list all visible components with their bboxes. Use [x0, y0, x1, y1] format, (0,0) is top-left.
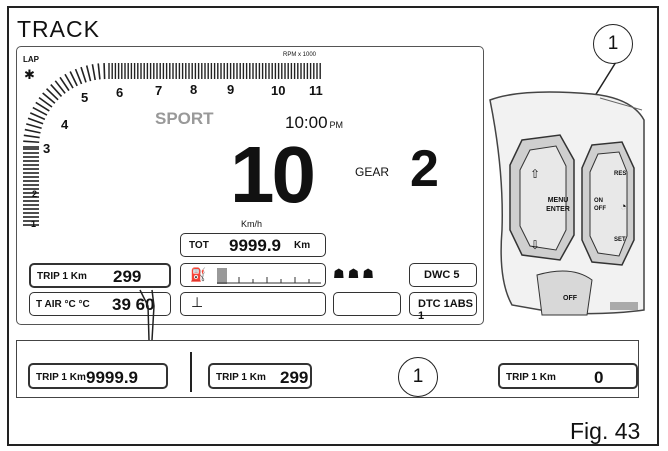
trip-box-reset: TRIP 1 Km 0 [498, 363, 638, 389]
rpm-segment [24, 128, 41, 134]
switch-cube-illustration [489, 91, 645, 316]
rpm-tick-7: 7 [155, 83, 163, 98]
speed-unit: Km/h [241, 219, 263, 229]
trip-value: 299 [113, 267, 142, 286]
rpm-segment [54, 80, 66, 94]
rpm-segment [50, 84, 63, 98]
strip-divider [190, 352, 192, 392]
rpm-scale-label: RPM x 1000 [283, 52, 317, 58]
cruise-control-icon: ◔ [620, 201, 627, 213]
menu-enter-button[interactable]: MENU ENTER [546, 197, 570, 213]
air-temp-value: 39 60 [112, 295, 155, 314]
strip-b-label: TRIP 1 Km [216, 372, 266, 383]
empty-box [333, 292, 401, 316]
strip-c-value: 0 [594, 368, 604, 387]
off-switch[interactable]: OFF [563, 295, 577, 302]
dwc-box: DWC 5 [409, 263, 477, 287]
callout-1-strip: 1 [398, 357, 438, 397]
lap-label: LAP [23, 55, 39, 64]
rpm-segment [91, 64, 96, 81]
tot-unit: Km [294, 240, 311, 251]
strip-c-label: TRIP 1 Km [506, 372, 556, 383]
up-arrow-icon[interactable]: ⇧ [530, 167, 541, 181]
rpm-bar-graph [23, 63, 321, 226]
speed-value: 10 [230, 130, 316, 219]
set-button[interactable]: SET [614, 237, 626, 243]
rpm-tick-5: 5 [81, 90, 89, 105]
rpm-segment [97, 63, 101, 80]
clock-suffix: PM [329, 120, 344, 130]
rpm-tick-3: 3 [43, 141, 51, 156]
rpm-segment [74, 68, 83, 85]
rpm-segment [59, 76, 70, 92]
rpm-tick-11: 11 [309, 83, 323, 98]
rpm-tick-10: 10 [271, 83, 286, 98]
rpm-tick-2: 2 [32, 189, 38, 199]
trip-box-before: TRIP 1 Km 9999.9 [28, 363, 168, 389]
rpm-tick-9: 9 [227, 82, 235, 97]
rpm-segment [23, 140, 40, 144]
trip-label: TRIP 1 Km [37, 271, 87, 282]
tot-value: 9999.9 [229, 236, 281, 255]
gear-value: 2 [410, 140, 439, 198]
rpm-segment [64, 73, 74, 89]
rpm-tick-6: 6 [116, 85, 124, 100]
res-button[interactable]: RES [614, 171, 627, 177]
rpm-tick-4: 4 [61, 117, 69, 132]
rpm-segment [35, 101, 50, 112]
rpm-segment [32, 106, 48, 116]
fuel-bar [217, 268, 321, 284]
callout-1-top: 1 [593, 24, 633, 64]
down-arrow-icon[interactable]: ⇩ [530, 238, 541, 252]
rpm-segment [42, 92, 56, 104]
trip-box: TRIP 1 Km 299 [29, 263, 171, 288]
rpm-segment [85, 65, 92, 82]
riding-mode: SPORT [155, 109, 214, 128]
coolant-box: ⊥ [180, 292, 326, 316]
rpm-segment [27, 117, 44, 125]
rpm-tick-8: 8 [190, 82, 198, 97]
figure-frame [7, 6, 659, 446]
instrument-panel: LAP ✱ RPM x 1000 1 2 3 4 5 6 7 8 9 10 11… [16, 46, 484, 325]
page-title: TRACK [17, 16, 100, 42]
dwc-value: DWC 5 [424, 269, 460, 281]
rpm-segment [38, 96, 53, 108]
strip-a-label: TRIP 1 Km [36, 372, 86, 383]
dtc-abs-value: DTC 1ABS 1 [418, 298, 474, 322]
fuel-pump-icon: ⛽ [190, 267, 207, 282]
rpm-segment [103, 63, 106, 80]
fuel-gauge: ⛽ [180, 263, 326, 287]
bluetooth-icon: ✱ [24, 67, 35, 82]
clock-time: 10:00 [285, 113, 328, 132]
rpm-segment [69, 71, 78, 87]
tot-label: TOT [189, 240, 209, 251]
air-temp-label: T AIR °C °C [36, 299, 90, 310]
figure-label: Fig. 43 [570, 418, 641, 444]
riding-mode-icons: ☗☗☗ [333, 266, 377, 281]
gear-label: GEAR [355, 165, 390, 179]
rpm-segment [46, 88, 59, 101]
dtc-abs-box: DTC 1ABS 1 [409, 292, 477, 322]
cruise-on-off-button[interactable]: ON OFF [594, 198, 606, 212]
odometer-box: TOT 9999.9 Km [180, 233, 326, 257]
strip-a-value: 9999.9 [86, 368, 138, 387]
rpm-segment [29, 112, 46, 121]
rpm-segment [26, 123, 42, 130]
rpm-segment [80, 66, 87, 83]
rpm-tick-1: 1 [31, 219, 37, 229]
rpm-segment [23, 134, 40, 139]
trip-box-current: TRIP 1 Km 299 [208, 363, 312, 389]
coolant-icon: ⊥ [191, 294, 204, 310]
strip-b-value: 299 [280, 368, 309, 387]
